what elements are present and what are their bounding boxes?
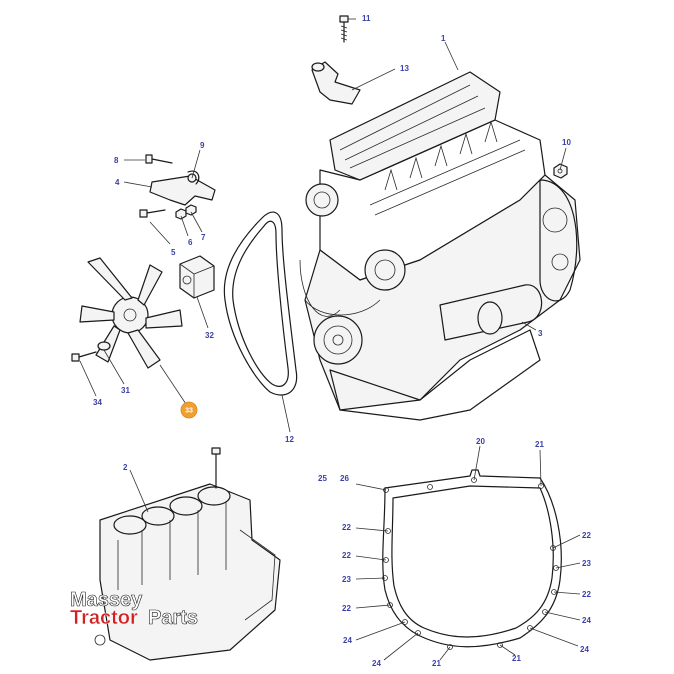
label-23-right: 23 (582, 559, 591, 568)
label-24-left-1: 24 (343, 636, 352, 645)
engine-assembly (299, 71, 581, 421)
label-8: 8 (114, 156, 119, 165)
label-2: 2 (123, 463, 128, 472)
label-34: 34 (93, 398, 102, 407)
label-24-left-2: 24 (372, 659, 381, 668)
watermark-line2a: Tractor (70, 607, 138, 629)
gasket-assembly (382, 469, 562, 650)
cylinder-block-2 (94, 447, 281, 661)
cooling-fan-33 (79, 257, 183, 369)
label-22-left-3: 22 (342, 604, 351, 613)
leader-lines (79, 18, 581, 661)
watermark-line2b: Parts (148, 607, 198, 629)
label-21-bottom-left: 21 (432, 659, 441, 668)
fan-spacer-32 (179, 255, 215, 299)
label-3: 3 (538, 329, 543, 338)
nut-10 (553, 163, 568, 179)
label-33: 33 (185, 408, 193, 415)
fan-bolt-34-washer-31 (71, 341, 111, 362)
label-31: 31 (121, 386, 130, 395)
label-11: 11 (362, 14, 371, 23)
label-20: 20 (476, 437, 485, 446)
label-32: 32 (205, 331, 214, 340)
label-10: 10 (562, 138, 571, 147)
label-26: 26 (340, 474, 349, 483)
drive-belt-12 (223, 211, 298, 396)
label-22-right-2: 22 (582, 590, 591, 599)
label-22-left-1: 22 (342, 523, 351, 532)
label-13: 13 (400, 64, 409, 73)
label-4: 4 (115, 178, 120, 187)
label-22-left-2: 22 (342, 551, 351, 560)
label-9: 9 (200, 141, 205, 150)
bolt-11 (339, 15, 349, 43)
label-23-left: 23 (342, 575, 351, 584)
label-24-right-2: 24 (580, 645, 589, 654)
label-5: 5 (171, 248, 176, 257)
label-7: 7 (201, 233, 206, 242)
highlight-33: 33 (180, 401, 198, 419)
label-21-bottom-right: 21 (512, 654, 521, 663)
label-12: 12 (285, 435, 294, 444)
label-1: 1 (441, 34, 446, 43)
label-21-top: 21 (535, 440, 544, 449)
label-6: 6 (188, 238, 193, 247)
watermark-line1: Massey (70, 589, 143, 611)
part-labels: 1 2 3 4 5 6 7 8 9 10 11 12 13 20 21 21 2… (93, 14, 591, 668)
label-22-right-1: 22 (582, 531, 591, 540)
thermostat-housing-13 (311, 61, 361, 105)
watermark-logo: Massey Tractor Parts (70, 589, 199, 630)
label-24-right-1: 24 (582, 616, 591, 625)
label-25: 25 (318, 474, 327, 483)
